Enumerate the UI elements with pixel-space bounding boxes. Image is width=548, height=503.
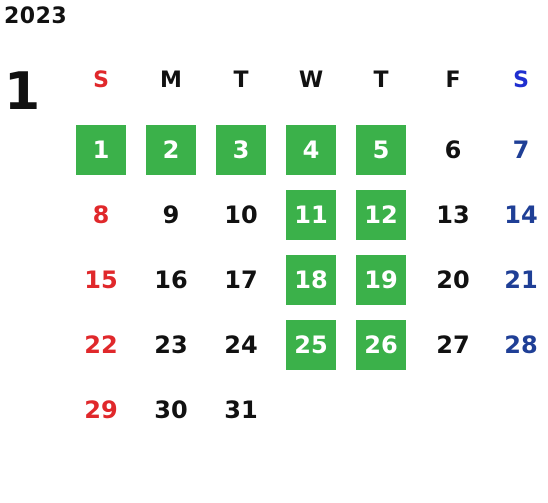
day-cell-8[interactable]: 8 <box>92 201 110 229</box>
weekday-header-sun: S <box>93 68 109 93</box>
day-cell-28[interactable]: 28 <box>504 331 538 359</box>
day-cell-2[interactable]: 2 <box>146 125 196 175</box>
day-cell-3[interactable]: 3 <box>216 125 266 175</box>
day-cell-10[interactable]: 10 <box>224 201 258 229</box>
weekday-header-fri: F <box>445 68 461 93</box>
day-cell-22[interactable]: 22 <box>84 331 118 359</box>
day-cell-31[interactable]: 31 <box>224 396 258 424</box>
day-cell-11[interactable]: 11 <box>286 190 336 240</box>
day-cell-30[interactable]: 30 <box>154 396 188 424</box>
day-cell-27[interactable]: 27 <box>436 331 470 359</box>
day-cell-9[interactable]: 9 <box>162 201 180 229</box>
day-cell-25[interactable]: 25 <box>286 320 336 370</box>
day-cell-7[interactable]: 7 <box>512 136 530 164</box>
day-cell-4[interactable]: 4 <box>286 125 336 175</box>
weekday-header-wed: W <box>298 68 324 93</box>
weekday-header-tue: T <box>233 68 249 93</box>
day-cell-23[interactable]: 23 <box>154 331 188 359</box>
day-cell-6[interactable]: 6 <box>444 136 462 164</box>
day-cell-5[interactable]: 5 <box>356 125 406 175</box>
weekday-header-mon: M <box>160 68 182 93</box>
day-cell-17[interactable]: 17 <box>224 266 258 294</box>
day-cell-20[interactable]: 20 <box>436 266 470 294</box>
year-label: 2023 <box>4 4 68 29</box>
day-cell-19[interactable]: 19 <box>356 255 406 305</box>
day-cell-26[interactable]: 26 <box>356 320 406 370</box>
day-cell-21[interactable]: 21 <box>504 266 538 294</box>
day-cell-13[interactable]: 13 <box>436 201 470 229</box>
day-cell-18[interactable]: 18 <box>286 255 336 305</box>
weekday-header-thu: T <box>373 68 389 93</box>
month-number: 1 <box>4 62 41 122</box>
day-cell-29[interactable]: 29 <box>84 396 118 424</box>
day-cell-15[interactable]: 15 <box>84 266 118 294</box>
day-cell-14[interactable]: 14 <box>504 201 538 229</box>
weekday-header-sat: S <box>513 68 529 93</box>
day-cell-16[interactable]: 16 <box>154 266 188 294</box>
day-cell-12[interactable]: 12 <box>356 190 406 240</box>
day-cell-1[interactable]: 1 <box>76 125 126 175</box>
day-cell-24[interactable]: 24 <box>224 331 258 359</box>
